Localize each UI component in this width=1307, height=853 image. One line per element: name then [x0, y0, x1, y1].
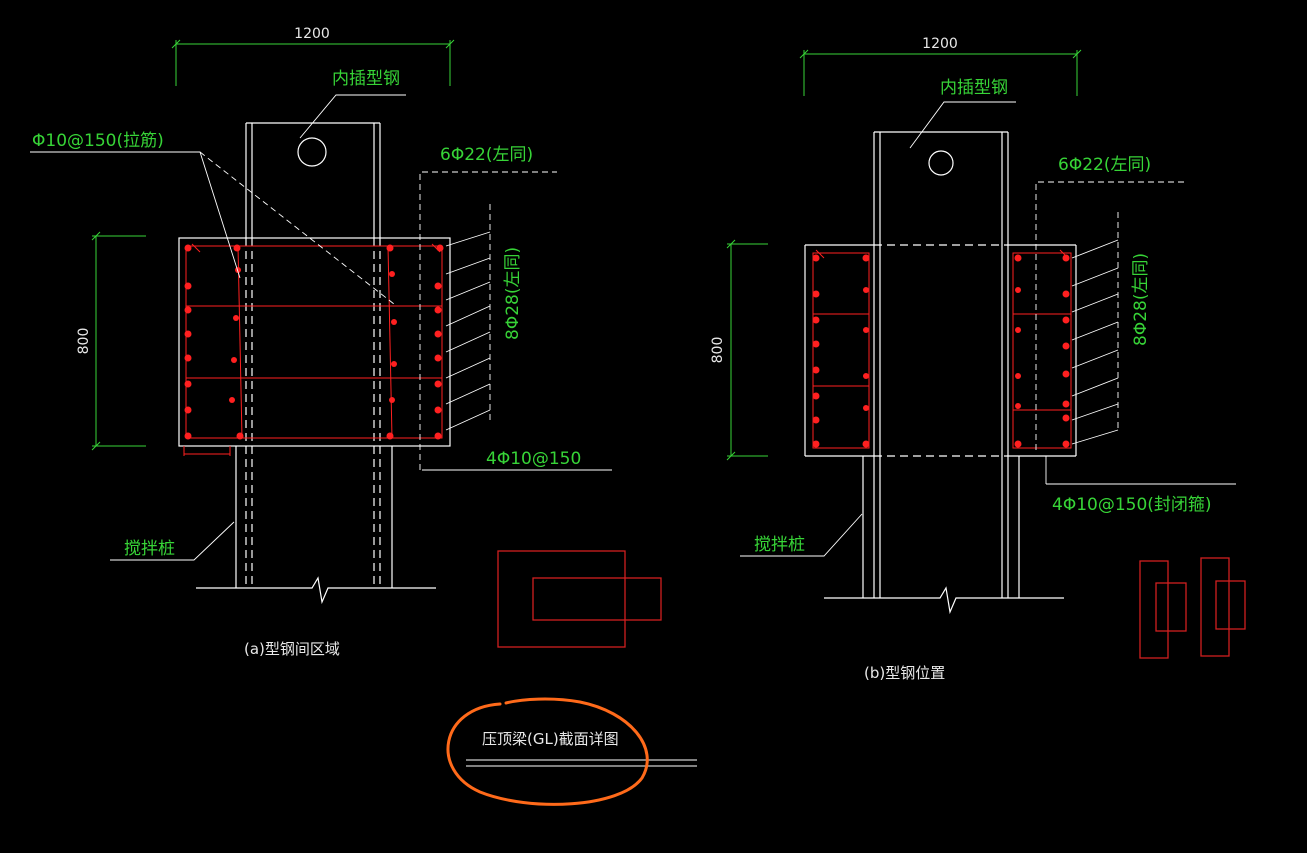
- beam-outline-b: [804, 244, 1077, 457]
- height-dimension-a: [91, 231, 146, 451]
- drawing-title: 压顶梁(GL)截面详图: [446, 697, 697, 806]
- drawing-title-text: 压顶梁(GL)截面详图: [482, 730, 619, 748]
- height-dimension-b: [726, 239, 768, 461]
- pile-label-b: 搅拌桩: [754, 535, 805, 555]
- beam-outline-a: [178, 237, 451, 447]
- height-dimension-a-label: 800: [76, 328, 92, 355]
- caption-a: (a)型钢间区域: [244, 640, 340, 658]
- rebar-bars-b: [812, 254, 1070, 448]
- overlap-sketch-right: [1139, 557, 1246, 659]
- leader-lines-a: [30, 94, 612, 561]
- steel-section-b: [824, 131, 1064, 615]
- height-dimension-b-label: 800: [710, 337, 726, 364]
- width-dimension-a-label: 1200: [294, 26, 330, 42]
- steel-label-b: 内插型钢: [940, 78, 1008, 98]
- caption-b: (b)型钢位置: [864, 664, 945, 682]
- width-dimension-a: [171, 39, 455, 86]
- side-bar-label-b: 8Φ28(左同): [1131, 253, 1151, 346]
- highlight-circle: [446, 697, 649, 806]
- side-bar-label-a: 8Φ28(左同): [503, 247, 523, 340]
- rebar-stirrups-b: [812, 249, 1072, 449]
- top-bar-label-b: 6Φ22(左同): [1058, 155, 1151, 175]
- tie-label-a: Φ10@150(拉筋): [32, 131, 164, 151]
- detail-b: 1200 800: [710, 36, 1236, 682]
- overlap-sketch-center: [497, 550, 662, 648]
- stirrup-label-a: 4Φ10@150: [486, 449, 581, 469]
- pile-label-a: 搅拌桩: [124, 539, 175, 559]
- rebar-bars-a: [184, 244, 444, 440]
- detail-a: 1200 800: [30, 26, 612, 658]
- stirrup-label-b: 4Φ10@150(封闭箍): [1052, 495, 1212, 515]
- steel-label-a: 内插型钢: [332, 69, 400, 89]
- width-dimension-b: [799, 49, 1082, 96]
- leader-lines-b: [740, 101, 1236, 557]
- rebar-stirrups-a: [185, 243, 443, 439]
- width-dimension-b-label: 1200: [922, 36, 958, 52]
- steel-section-a: [196, 122, 436, 605]
- top-bar-label-a: 6Φ22(左同): [440, 145, 533, 165]
